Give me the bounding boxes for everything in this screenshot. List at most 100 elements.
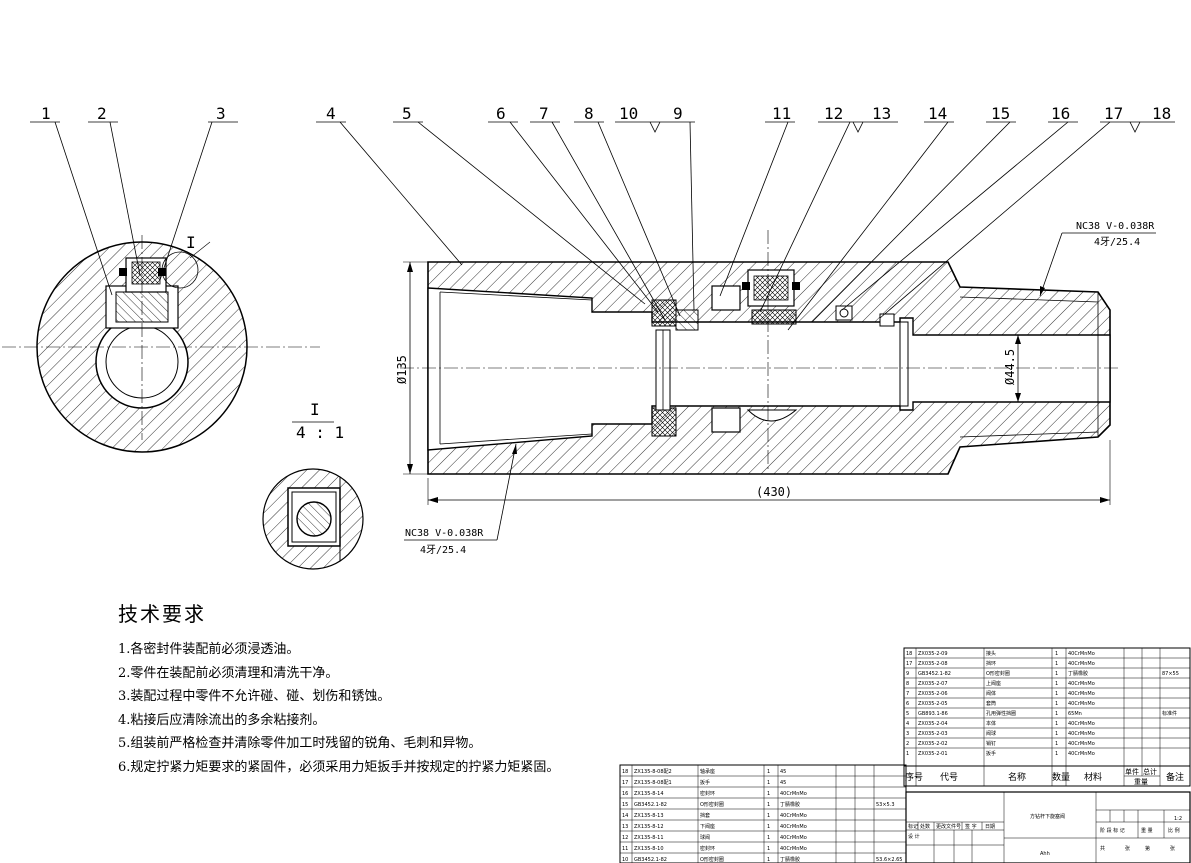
rt-r3-no: 8 xyxy=(906,681,909,687)
tb-drawing-name: 方钻杆下旋塞阀 xyxy=(1030,813,1065,820)
right-thread-line1: NC38 V-0.038R xyxy=(1076,221,1155,232)
rt-r5-mat: 40CrMnMo xyxy=(1068,701,1095,707)
parts-table-right: 18 ZX035-2-09 接头 1 40CrMnMo 17 ZX035-2-0… xyxy=(903,647,1191,787)
tech-requirements-list: 1.各密封件装配前必须浸透油。 2.零件在装配前必须清理和清洗干净。 3.装配过… xyxy=(118,638,559,780)
tech-requirement-item: 4.粘接后应清除流出的多余粘接剂。 xyxy=(118,712,326,728)
dimensions: Ø135 Ø44.5 (430) xyxy=(395,261,1111,505)
lt-r7-code: ZX135-8-10 xyxy=(634,846,664,852)
rt-h-qty: 数量 xyxy=(1052,771,1070,783)
rt-r9-code: ZX035-2-02 xyxy=(918,741,948,747)
lt-r5-name: 下阀座 xyxy=(700,823,715,830)
rt-r7-qty: 1 xyxy=(1055,721,1058,727)
rt-r10-qty: 1 xyxy=(1055,751,1058,757)
rt-r9-no: 2 xyxy=(906,741,909,747)
lt-r4-mat: 40CrMnMo xyxy=(780,813,807,819)
rt-r6-note: 标准件 xyxy=(1162,710,1177,717)
detail-view-label: I xyxy=(310,400,320,419)
lt-r2-no: 16 xyxy=(622,791,628,797)
rt-r4-mat: 40CrMnMo xyxy=(1068,691,1095,697)
rt-r9-name: 销钉 xyxy=(986,740,996,747)
rt-r0-mat: 40CrMnMo xyxy=(1068,651,1095,657)
lt-r4-name: 挡套 xyxy=(700,812,710,819)
lt-r0-mat: 45 xyxy=(780,769,786,775)
rt-r5-qty: 1 xyxy=(1055,701,1058,707)
rt-r2-note: 87×55 xyxy=(1162,671,1179,677)
lt-r2-mat: 40CrMnMo xyxy=(780,791,807,797)
balloon-18: 18 xyxy=(1152,104,1171,123)
rt-r0-qty: 1 xyxy=(1055,651,1058,657)
lt-r5-mat: 40CrMnMo xyxy=(780,824,807,830)
overall-length-dim: (430) xyxy=(756,485,792,499)
lt-r4-qty: 1 xyxy=(767,813,770,819)
rt-r10-code: ZX035-2-01 xyxy=(918,751,948,757)
rt-r5-name: 套筒 xyxy=(986,700,996,707)
rt-r6-no: 5 xyxy=(906,711,909,717)
lt-r1-name: 扳手 xyxy=(700,779,710,786)
lt-r5-no: 13 xyxy=(622,824,628,830)
rt-r4-name: 阀体 xyxy=(986,690,996,697)
lt-r3-note: 53×5.3 xyxy=(876,802,895,808)
rt-r9-mat: 40CrMnMo xyxy=(1068,741,1095,747)
rt-h-mat: 材料 xyxy=(1084,771,1102,783)
rt-r7-mat: 40CrMnMo xyxy=(1068,721,1095,727)
lt-r6-code: ZX135-8-11 xyxy=(634,835,664,841)
lt-r2-code: ZX135-8-14 xyxy=(634,791,664,797)
balloon-7: 7 xyxy=(539,104,549,123)
lt-r1-mat: 45 xyxy=(780,780,786,786)
cross-section-view: I xyxy=(2,233,320,453)
balloon-6: 6 xyxy=(496,104,506,123)
rt-r4-no: 7 xyxy=(906,691,909,697)
rt-r4-code: ZX035-2-06 xyxy=(918,691,948,697)
rt-r3-name: 上阀座 xyxy=(986,680,1001,687)
rt-r8-no: 3 xyxy=(906,731,909,737)
rt-h-no: 序号 xyxy=(905,771,923,783)
tb-stage-1: 重 量 xyxy=(1141,827,1153,834)
rt-h-remark: 备注 xyxy=(1166,771,1184,783)
rt-r5-no: 6 xyxy=(906,701,909,707)
tb-sheet-1: 张 xyxy=(1125,845,1130,852)
rt-r2-mat: 丁腈橡胶 xyxy=(1068,670,1088,677)
rt-r0-name: 接头 xyxy=(986,650,996,657)
balloon-16: 16 xyxy=(1051,104,1070,123)
detail-view: I 4 : 1 xyxy=(262,400,364,570)
rt-r1-code: ZX035-2-08 xyxy=(918,661,948,667)
rt-r10-no: 1 xyxy=(906,751,909,757)
tb-sheet-2: 第 xyxy=(1145,845,1150,852)
lt-r2-qty: 1 xyxy=(767,791,770,797)
rt-r1-name: 挡环 xyxy=(986,660,996,667)
rt-r5-code: ZX035-2-05 xyxy=(918,701,948,707)
balloon-17: 17 xyxy=(1104,104,1123,123)
rt-r3-code: ZX035-2-07 xyxy=(918,681,948,687)
balloon-11: 11 xyxy=(772,104,791,123)
lt-r4-code: ZX135-8-13 xyxy=(634,813,664,819)
tb-mark-2: 更改文件号 xyxy=(936,823,961,830)
tech-requirement-item: 1.各密封件装配前必须浸透油。 xyxy=(118,642,300,657)
rt-r4-qty: 1 xyxy=(1055,691,1058,697)
right-thread-line2: 4牙/25.4 xyxy=(1094,236,1140,248)
lt-r3-code: GB3452.1-82 xyxy=(634,802,667,808)
title-block: 标记 处数 更改文件号 签 字 日期 设 计 阶 段 标 记 重 量 比 例 共… xyxy=(905,791,1191,863)
tb-company: Ahh xyxy=(1040,851,1050,857)
rt-r8-mat: 40CrMnMo xyxy=(1068,731,1095,737)
lt-r3-no: 15 xyxy=(622,802,628,808)
rt-r2-code: GB3452.1-82 xyxy=(918,671,951,677)
tb-sheet-3: 张 xyxy=(1170,845,1175,852)
rt-h-weight: 重量 xyxy=(1134,778,1148,786)
lt-r8-code: GB3452.1-82 xyxy=(634,857,667,863)
rt-r6-qty: 1 xyxy=(1055,711,1058,717)
lt-r7-mat: 40CrMnMo xyxy=(780,846,807,852)
lt-r7-no: 11 xyxy=(622,846,628,852)
rt-r2-qty: 1 xyxy=(1055,671,1058,677)
lt-r3-qty: 1 xyxy=(767,802,770,808)
rt-r10-mat: 40CrMnMo xyxy=(1068,751,1095,757)
balloon-13: 13 xyxy=(872,104,891,123)
balloon-15: 15 xyxy=(991,104,1010,123)
detail-marker: I xyxy=(186,233,196,252)
balloon-12: 12 xyxy=(824,104,843,123)
tech-requirements-title: 技术要求 xyxy=(118,602,206,626)
lt-r1-qty: 1 xyxy=(767,780,770,786)
balloon-9: 9 xyxy=(673,104,683,123)
tb-designer: 设 计 xyxy=(908,833,920,840)
rt-r6-name: 孔用弹性挡圈 xyxy=(986,710,1016,717)
